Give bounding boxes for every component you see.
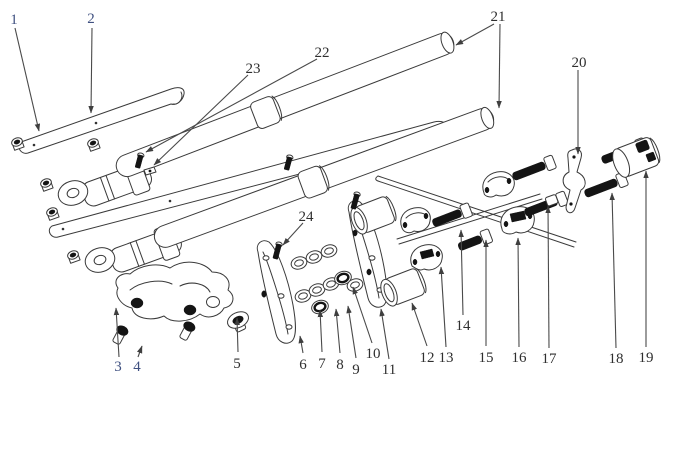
socket-bolt: [512, 154, 557, 181]
callout-label-11: 11: [382, 362, 396, 378]
leader-17: [545, 205, 551, 349]
callout-label-18: 18: [609, 351, 624, 367]
callout-label-6: 6: [299, 357, 307, 373]
leader-12: [411, 302, 428, 347]
leader-5: [234, 317, 240, 353]
leader-6: [298, 335, 304, 354]
clamp-bolt: [112, 325, 129, 345]
triple-clamp-plate-left: [256, 240, 296, 344]
leader-9: [346, 305, 357, 359]
leader-16: [515, 237, 521, 348]
handlebar-clamp-cap: [482, 171, 515, 198]
leader-4: [136, 345, 143, 358]
callout-label-2: 2: [87, 11, 95, 27]
leader-22: [145, 58, 318, 153]
hex-nut: [11, 137, 25, 151]
clamp-bolt: [179, 321, 196, 341]
callout-label-8: 8: [336, 357, 344, 373]
axle-clamp-bracket: [115, 261, 234, 322]
callout-label-19: 19: [639, 350, 654, 366]
fork-tube-right: [153, 106, 495, 248]
cable-guide-clip: [227, 311, 249, 333]
callout-label-13: 13: [439, 350, 454, 366]
hex-nut: [67, 250, 81, 264]
handlebar-clamp-base: [410, 244, 443, 271]
leader-13: [438, 266, 447, 348]
pinch-bolt: [135, 152, 145, 169]
callout-label-1: 1: [10, 12, 18, 28]
leader-21a: [455, 23, 495, 46]
callout-labels: 1 2 3 4 5 6 7 8 9 10 11 12 13 14 15 16 1…: [10, 9, 653, 378]
steering-stem-spacer: [350, 195, 397, 235]
callout-label-17: 17: [542, 351, 558, 367]
fender-stay-left: [18, 87, 185, 154]
leader-lines: [14, 23, 649, 360]
leader-10: [352, 286, 373, 344]
callout-label-20: 20: [572, 55, 587, 71]
callout-label-3: 3: [114, 359, 122, 375]
callout-label-14: 14: [456, 318, 472, 334]
socket-bolt: [432, 202, 473, 227]
socket-bolt: [524, 190, 569, 217]
pinch-bolt: [272, 241, 283, 260]
leader-3: [113, 307, 120, 358]
callout-label-10: 10: [366, 346, 381, 362]
reflector-bracket: [544, 148, 586, 214]
handlebar-clamp-cap: [400, 207, 431, 234]
leader-14: [458, 229, 464, 316]
bearing-washer: [290, 244, 340, 303]
hex-nut: [87, 138, 101, 152]
pinch-bolt: [350, 191, 361, 210]
leader-7: [317, 309, 324, 353]
callout-label-7: 7: [318, 356, 326, 372]
leader-11: [379, 308, 390, 360]
leader-2: [88, 27, 94, 114]
hex-nut: [46, 207, 60, 221]
leader-24: [282, 222, 304, 246]
callout-label-21: 21: [491, 9, 506, 25]
callout-label-24: 24: [299, 209, 315, 225]
callout-label-4: 4: [133, 359, 141, 375]
callout-label-23: 23: [246, 61, 261, 77]
hex-nut: [40, 178, 54, 192]
leader-1: [14, 27, 41, 132]
callout-label-12: 12: [420, 350, 435, 366]
callout-label-9: 9: [352, 362, 360, 378]
leader-18: [609, 192, 617, 349]
leader-23: [153, 74, 249, 166]
handlebar-mount-clamp: [612, 137, 661, 178]
callout-label-15: 15: [479, 350, 494, 366]
clamp-tab: [143, 166, 157, 176]
fork-tube-left: [115, 31, 455, 178]
steering-stem-spacer: [380, 267, 427, 307]
callout-label-22: 22: [315, 45, 330, 61]
callout-label-5: 5: [233, 356, 241, 372]
pinch-bolt: [284, 154, 294, 171]
callout-label-16: 16: [512, 350, 528, 366]
leader-21b: [496, 23, 502, 109]
leader-8: [333, 308, 341, 354]
